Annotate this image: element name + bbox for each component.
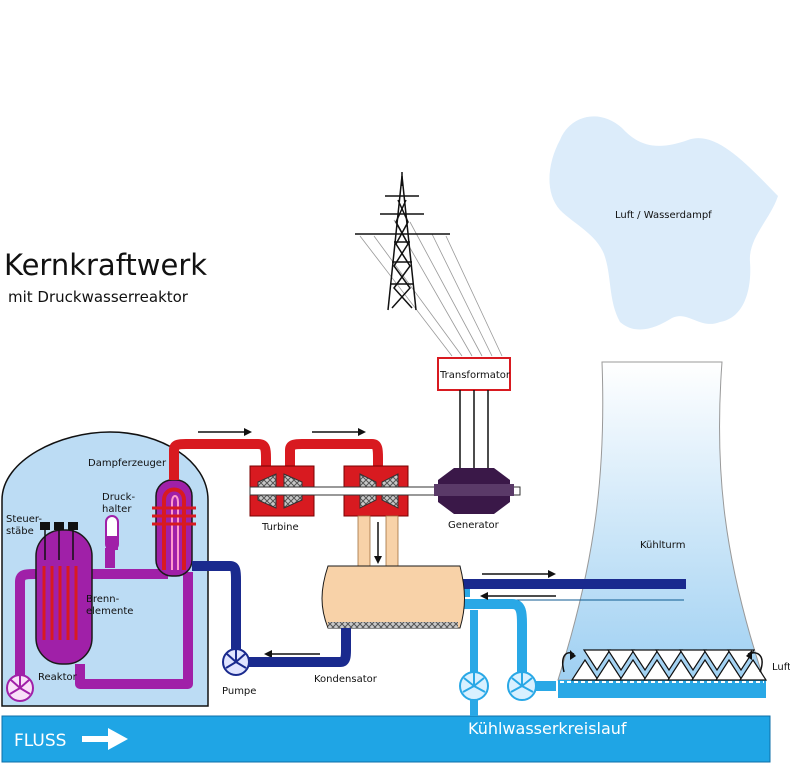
tower-fill-triangle	[714, 658, 744, 681]
condenser-label: Kondensator	[314, 674, 378, 685]
fuel-elements	[42, 566, 78, 640]
reactor-label: Reaktor	[38, 672, 78, 683]
turbine-label: Turbine	[261, 522, 299, 533]
power-lines	[359, 219, 503, 357]
steam-generator	[155, 479, 193, 577]
feedwater-loop	[192, 561, 351, 667]
tower-fill-triangle	[666, 658, 696, 681]
tower-fill-triangle	[690, 658, 720, 681]
control-rods-label-1: Steuer-	[6, 514, 42, 525]
fuel-elements-label-2: elemente	[86, 606, 133, 617]
transformer-label: Transformator	[439, 370, 511, 381]
tower-fill-triangle	[570, 658, 600, 681]
cooling-pump-2-icon	[507, 671, 537, 701]
tower-fill-triangle	[594, 658, 624, 681]
tower-fill-triangle	[678, 649, 708, 672]
transformer-cables	[459, 390, 489, 472]
turbine-shaft	[249, 486, 521, 496]
cooling-pump-1-icon	[459, 671, 489, 701]
pressurizer-label-2: halter	[102, 504, 132, 515]
primary-pump-icon	[6, 674, 34, 702]
tower-fill-triangle	[654, 649, 684, 672]
pressurizer-label-1: Druck-	[102, 492, 135, 503]
tower-fill-triangle	[738, 658, 768, 681]
page-subtitle: mit Druckwasserreaktor	[8, 288, 189, 306]
tower-fill-triangle	[606, 649, 636, 672]
steam-cloud	[549, 116, 778, 330]
steam-generator-label: Dampferzeuger	[88, 458, 167, 469]
tower-fill-triangle	[630, 649, 660, 672]
primary-loop	[15, 548, 193, 689]
cooling-tower-label: Kühlturm	[640, 540, 685, 551]
power-pylon	[355, 172, 450, 311]
air-label: Luft	[772, 662, 790, 673]
cooling-loop-label: Kühlwasserkreislauf	[468, 719, 627, 738]
fuel-elements-label-1: Brenn-	[86, 594, 120, 605]
pump-label: Pumpe	[222, 686, 256, 697]
steam-cloud-label: Luft / Wasserdampf	[615, 210, 712, 221]
transformer-box	[437, 357, 511, 391]
tower-fill-triangle	[702, 649, 732, 672]
river-flow-arrow	[82, 728, 128, 750]
cooling-tower	[557, 361, 765, 681]
control-rods-label-2: stäbe	[6, 526, 34, 537]
steam-loop	[169, 439, 383, 480]
control-rods	[40, 522, 78, 560]
feed-pump-icon	[222, 648, 250, 676]
tower-fill-triangle	[582, 649, 612, 672]
tower-fill-triangle	[642, 658, 672, 681]
river-label: FLUSS	[14, 731, 66, 751]
generator-label: Generator	[448, 520, 500, 531]
tower-fill-triangle	[618, 658, 648, 681]
river	[1, 715, 771, 763]
cooling-tower-basin	[558, 680, 766, 698]
page-title: Kernkraftwerk	[4, 248, 207, 282]
condenser	[321, 565, 465, 629]
